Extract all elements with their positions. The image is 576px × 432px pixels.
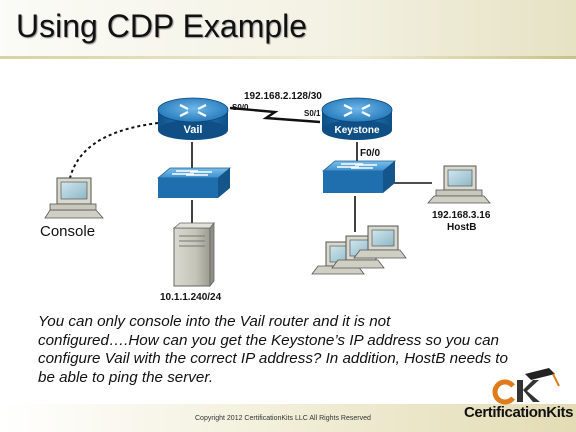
host-pc-icon <box>353 225 407 259</box>
title-bar <box>0 0 576 56</box>
footer-bar <box>0 404 576 432</box>
logo-text: CertificationKits <box>464 404 574 421</box>
console-label: Console <box>40 223 95 240</box>
router-keystone: Keystone <box>321 97 393 140</box>
hostb-pc-icon <box>427 165 491 204</box>
server-icon <box>172 221 215 288</box>
console-cable <box>69 122 159 179</box>
body-text: You can only console into the Vail route… <box>38 313 508 386</box>
wan-subnet-label: 192.168.2.128/30 <box>244 91 322 102</box>
title-divider <box>0 56 576 59</box>
copyright-text: Copyright 2012 CertificationKits LLC All… <box>195 415 371 422</box>
router-keystone-label: Keystone <box>334 125 379 136</box>
network-diagram: Vail Keystone 192.168.2.128/30 S0/0 S0/1… <box>40 91 491 303</box>
router-vail: Vail <box>157 97 229 140</box>
serial-link <box>229 106 321 124</box>
slide-title: Using CDP Example <box>16 8 308 44</box>
router-arrows-icon <box>343 104 371 117</box>
switch-vail <box>156 167 232 198</box>
hostb-name-label: HostB <box>447 222 476 233</box>
certificationkits-logo-icon <box>492 368 560 405</box>
hostb-ip-label: 192.168.3.16 <box>432 210 491 221</box>
keystone-interface-label: S0/1 <box>304 109 321 118</box>
router-arrows-icon <box>179 104 207 117</box>
switch-keystone <box>321 160 397 193</box>
keystone-lan-interface-label: F0/0 <box>360 148 380 159</box>
server-ip-label: 10.1.1.240/24 <box>160 292 222 303</box>
hosts-cluster-icon <box>311 225 407 275</box>
vail-interface-label: S0/0 <box>232 103 249 112</box>
router-vail-label: Vail <box>184 124 203 136</box>
console-pc-icon <box>44 177 104 219</box>
links <box>69 122 432 232</box>
